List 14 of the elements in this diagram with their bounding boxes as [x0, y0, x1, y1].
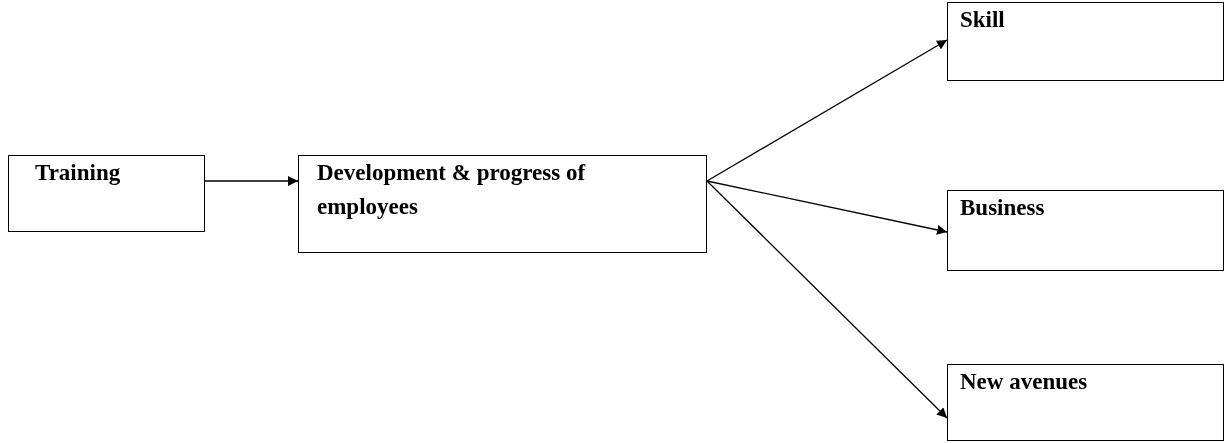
box-label: Skill [960, 6, 1005, 34]
process-box [947, 2, 1224, 81]
arrow [204, 176, 299, 186]
box-label: Business [960, 194, 1045, 222]
arrow [706, 39, 948, 182]
arrow [706, 180, 948, 419]
process-box [8, 155, 205, 232]
process-box [298, 155, 707, 253]
box-label: New avenues [960, 368, 1088, 396]
box-label: Development & progress of employees [317, 159, 587, 221]
arrow [706, 180, 948, 235]
process-box [947, 190, 1224, 271]
box-label: Training [35, 159, 121, 187]
process-box [947, 364, 1224, 441]
